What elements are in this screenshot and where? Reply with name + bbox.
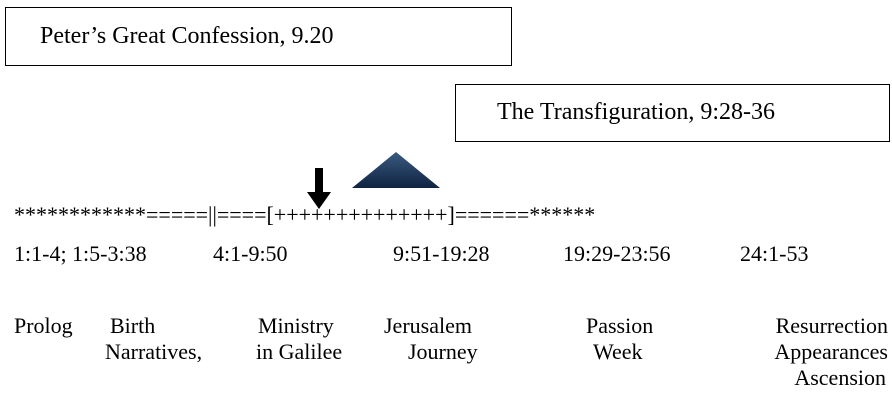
label-ministry-line-1: Ministry <box>258 313 334 338</box>
label-prolog: Prolog <box>14 313 73 339</box>
triangle-icon <box>352 152 440 188</box>
ref-passion: 19:29-23:56 <box>563 241 671 266</box>
timeline-symbols: ************=====||====[++++++++++++++]=… <box>14 202 596 227</box>
ref-ministry: 4:1-9:50 <box>213 241 288 266</box>
label-jerusalem-line-2: Journey <box>408 339 478 364</box>
label-ministry: Ministry in Galilee <box>256 313 342 365</box>
transfiguration-label: The Transfiguration, 9:28-36 <box>497 99 775 125</box>
transfiguration-box: The Transfiguration, 9:28-36 <box>455 84 890 142</box>
ref-resurrection: 24:1-53 <box>740 241 809 266</box>
label-resurrection-line-2: Appearances <box>774 339 888 364</box>
label-prolog-text: Prolog <box>14 313 73 338</box>
down-arrow-icon <box>307 168 331 209</box>
label-ministry-line-2: in Galilee <box>256 339 343 364</box>
label-jerusalem: Jerusalem Journey <box>384 313 478 365</box>
ref-jerusalem: 9:51-19:28 <box>393 241 490 266</box>
label-birth-line-1: Birth <box>110 313 156 338</box>
confession-box: Peter’s Great Confession, 9.20 <box>5 7 512 66</box>
label-passion-line-1: Passion <box>586 313 654 338</box>
label-jerusalem-line-1: Jerusalem <box>384 313 472 338</box>
label-resurrection-line-1: Resurrection <box>775 313 888 338</box>
label-resurrection: Resurrection Appearances Ascension <box>711 313 888 391</box>
label-resurrection-line-3: Ascension <box>794 365 886 390</box>
label-birth-line-2: Narratives, <box>105 339 203 364</box>
label-birth-narratives: Birth Narratives, <box>105 313 202 365</box>
ref-prolog-birth: 1:1-4; 1:5-3:38 <box>14 241 147 266</box>
label-passion-line-2: Week <box>593 339 643 364</box>
label-passion: Passion Week <box>586 313 653 365</box>
confession-label: Peter’s Great Confession, 9.20 <box>40 23 334 49</box>
